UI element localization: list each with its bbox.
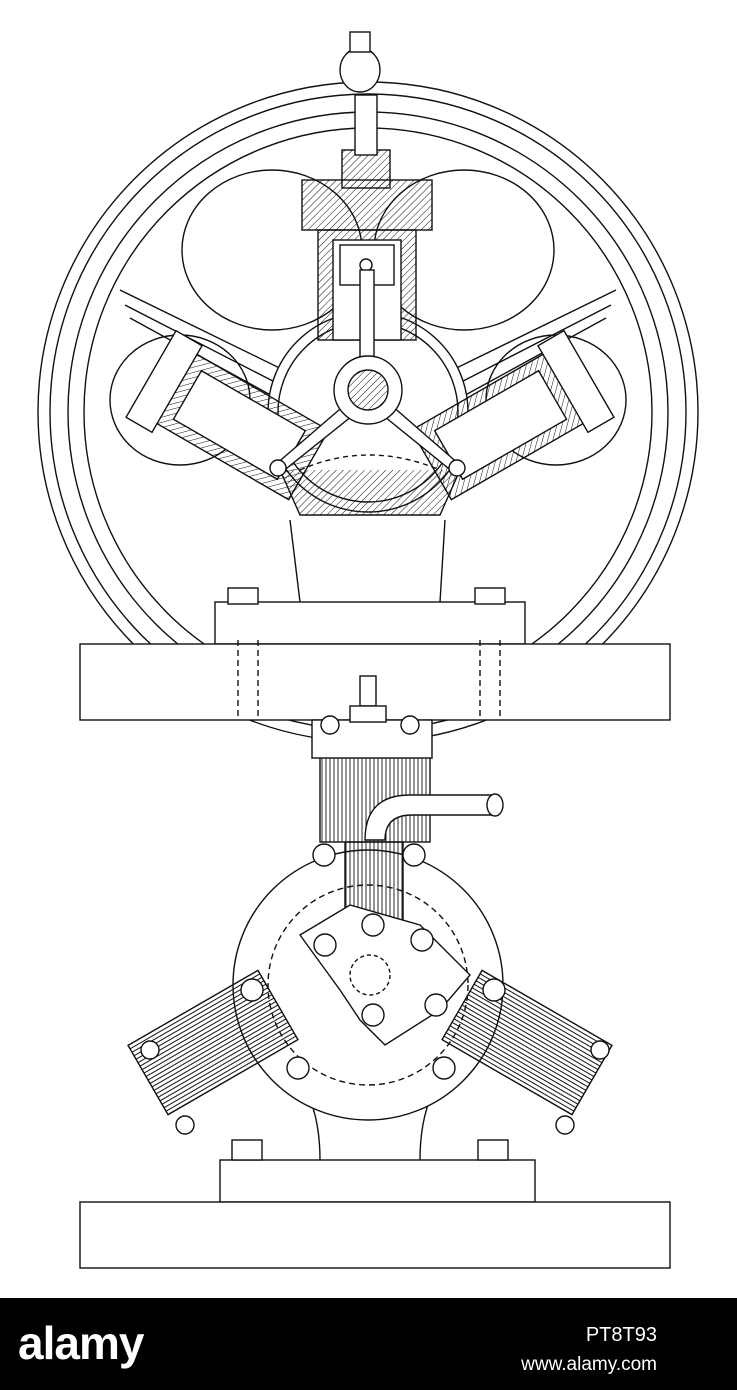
alamy-logo: alamy [18, 1317, 144, 1369]
image-id: PT8T93 [585, 1324, 657, 1346]
engine-drawing-svg [37, 31, 699, 1269]
watermark-footer: alamy PT8T93 www.alamy.com [0, 1298, 737, 1390]
bottom-view-engine [79, 675, 671, 1269]
source-url: www.alamy.com [521, 1354, 657, 1375]
engine-drawing [37, 31, 699, 1269]
top-crank-hub [269, 269, 466, 477]
